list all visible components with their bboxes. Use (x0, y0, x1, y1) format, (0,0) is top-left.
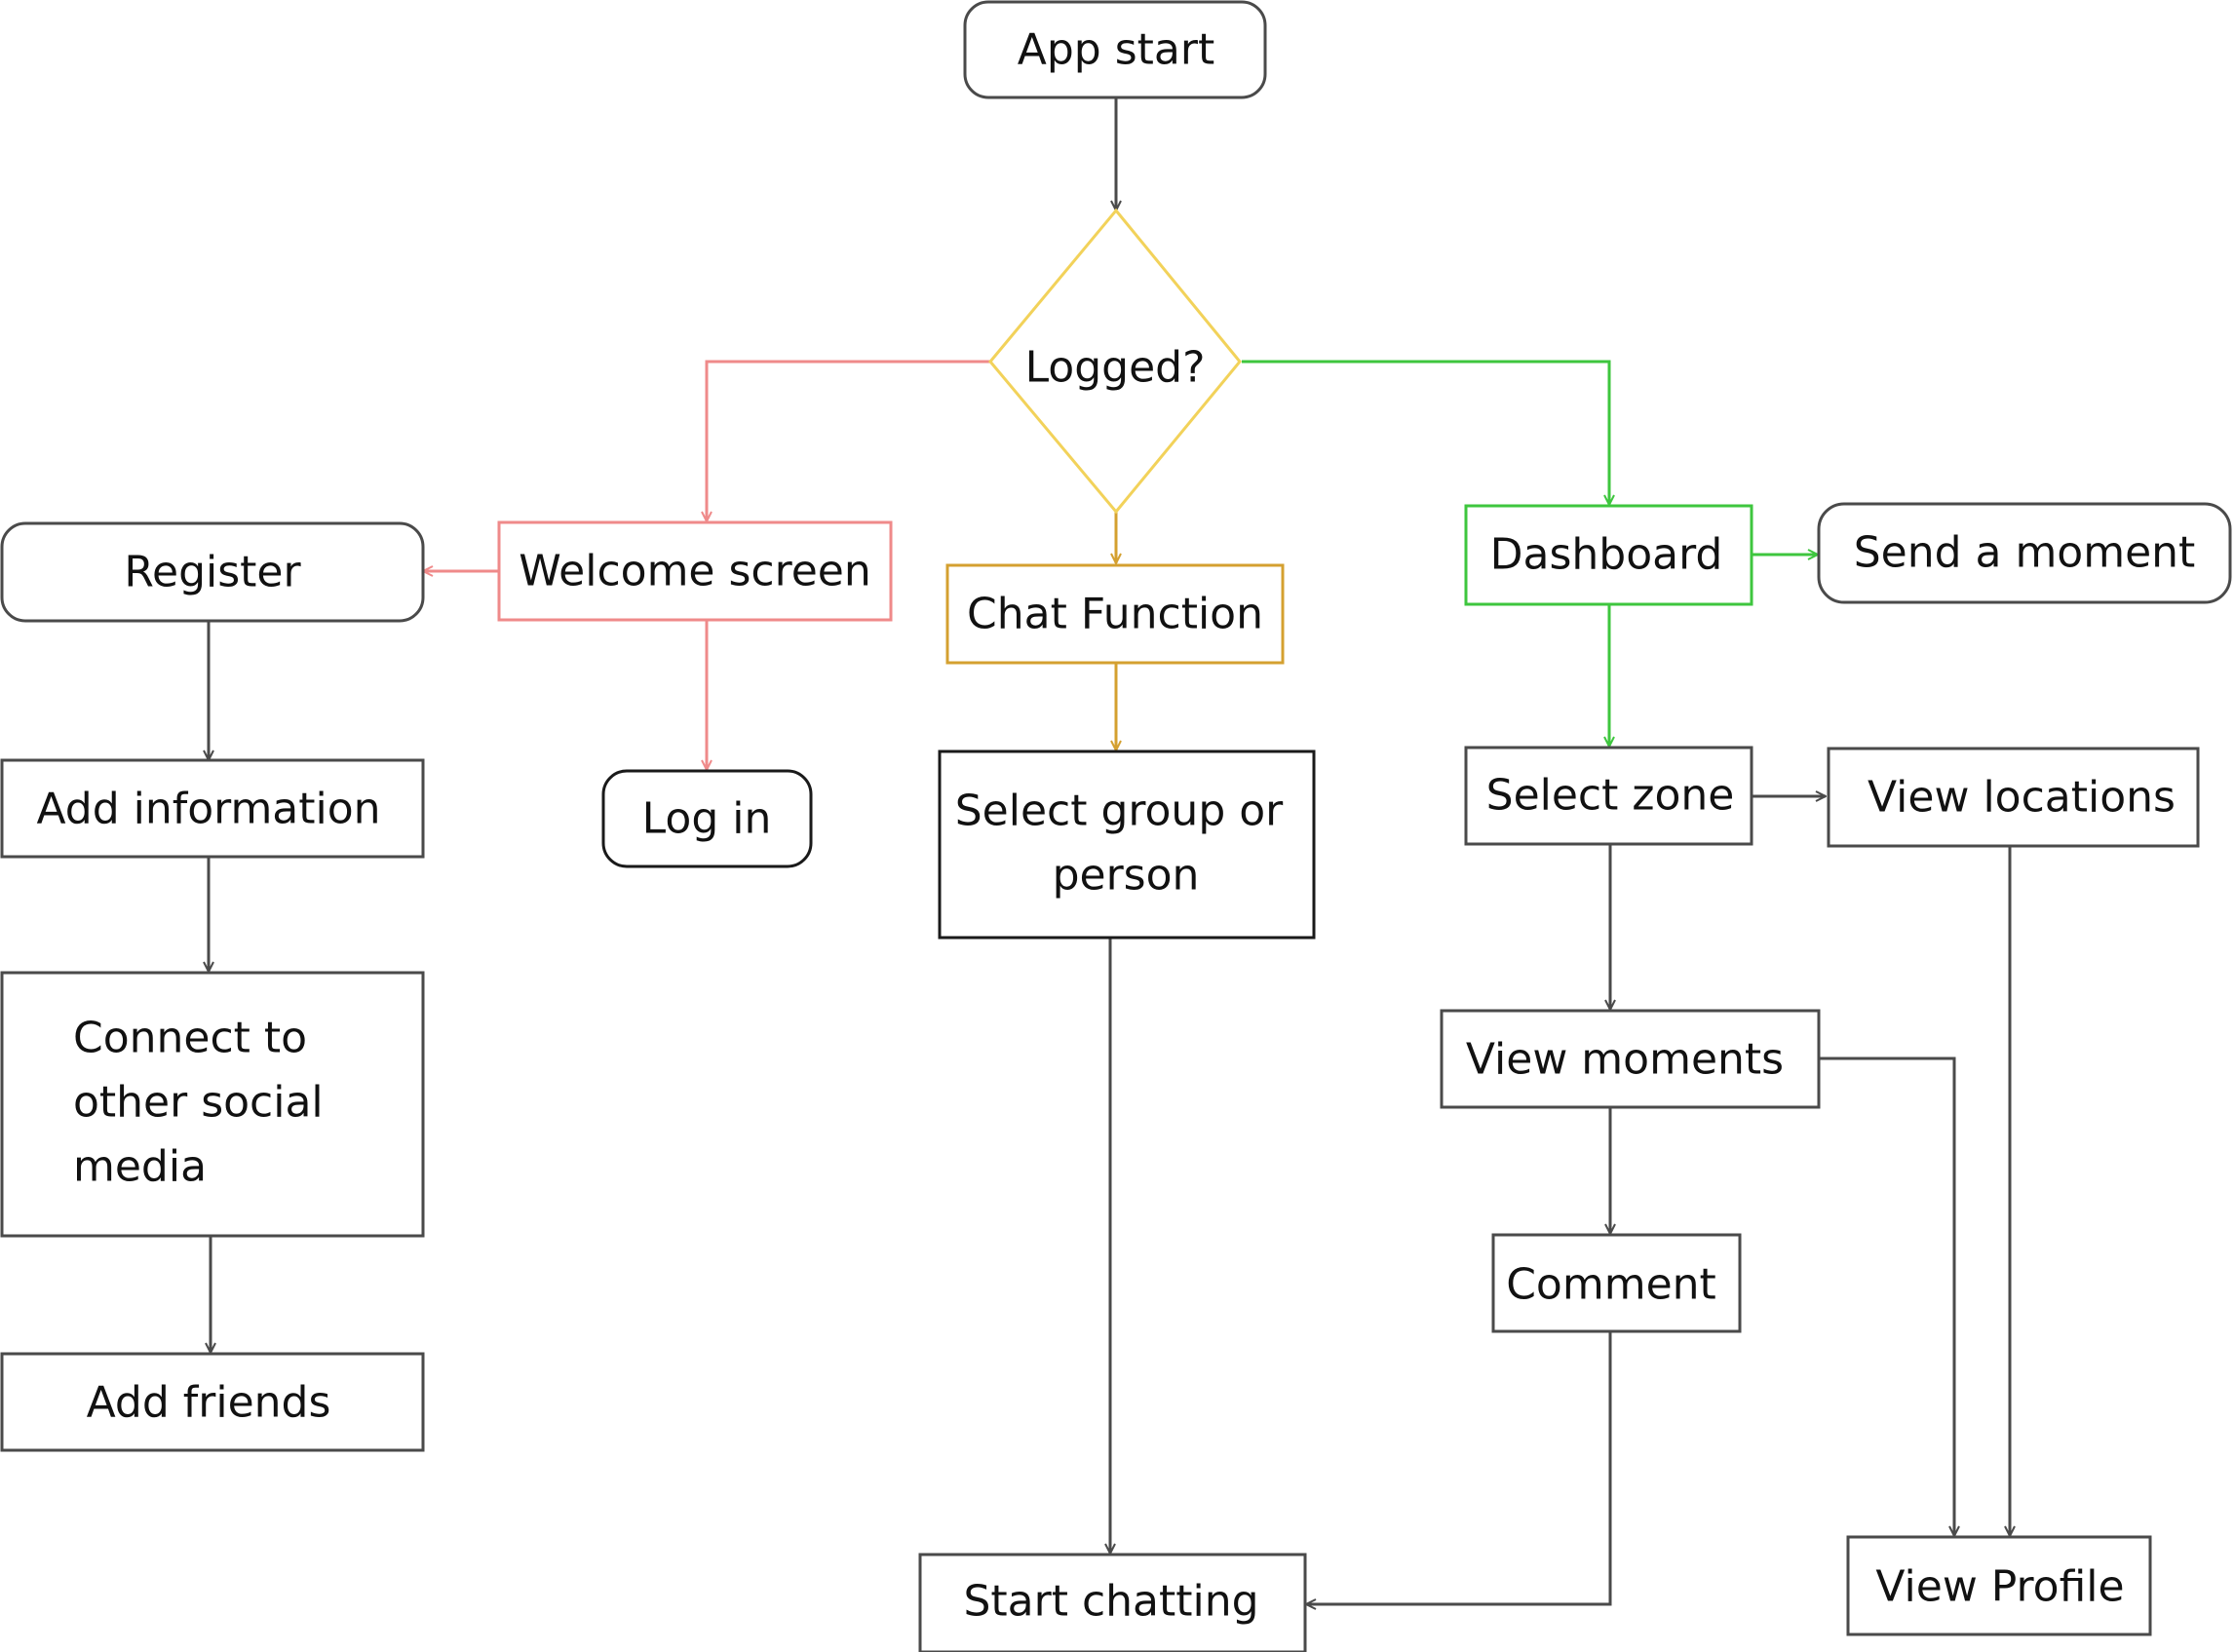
node-connect-label-line3: media (73, 1142, 207, 1192)
node-connect-label-line1: Connect to (73, 1014, 307, 1063)
node-select-group-or-person: Select group or person (938, 749, 1316, 940)
node-start-chatting: Start chatting (918, 1553, 1307, 1652)
node-add-information: Add information (0, 758, 425, 859)
edge-logged-to-dashboard (1242, 360, 1609, 505)
node-send-moment-label: Send a moment (1854, 528, 2196, 578)
node-logged-label: Logged? (1025, 343, 1206, 393)
node-view-locations: View locations (1827, 747, 2200, 848)
node-welcome-screen: Welcome screen (497, 520, 893, 622)
node-logged-decision: Logged? (988, 208, 1242, 515)
node-log-in-label: Log in (642, 794, 772, 844)
node-connect-label-line2: other social (73, 1078, 324, 1128)
node-add-friends: Add friends (0, 1352, 425, 1452)
node-comment-label: Comment (1506, 1260, 1716, 1310)
node-start-chatting-label: Start chatting (963, 1577, 1258, 1627)
node-app-start: App start (963, 0, 1267, 99)
edges (209, 97, 2010, 1604)
edge-view-moments-to-view-profile (1819, 1057, 1954, 1536)
node-add-friends-label: Add friends (87, 1378, 331, 1428)
node-select-group-label-line2: person (1053, 851, 1200, 901)
node-view-profile-label: View Profile (1875, 1562, 2124, 1612)
edge-logged-to-welcome (707, 360, 990, 521)
node-view-moments: View moments (1440, 1009, 1821, 1109)
node-welcome-screen-label: Welcome screen (519, 547, 871, 596)
node-register: Register (0, 521, 425, 623)
node-select-zone: Select zone (1464, 746, 1753, 846)
node-view-moments-label: View moments (1466, 1035, 1784, 1085)
node-add-information-label: Add information (36, 785, 380, 834)
node-dashboard-label: Dashboard (1490, 530, 1723, 580)
node-select-zone-label: Select zone (1486, 771, 1735, 821)
node-chat-function-label: Chat Function (967, 590, 1263, 639)
node-view-profile: View Profile (1846, 1535, 2152, 1636)
node-select-group-label-line1: Select group or (955, 787, 1284, 836)
node-dashboard: Dashboard (1464, 504, 1753, 606)
node-send-moment: Send a moment (1817, 502, 2232, 604)
edge-comment-to-start-chatting (1306, 1331, 1612, 1604)
node-view-locations-label: View locations (1868, 773, 2176, 823)
node-chat-function: Chat Function (945, 563, 1285, 665)
node-app-start-label: App start (1018, 25, 1214, 75)
node-comment: Comment (1491, 1233, 1742, 1333)
node-connect-social-media: Connect to other social media (0, 971, 425, 1238)
node-register-label: Register (124, 548, 301, 597)
node-log-in: Log in (601, 769, 813, 868)
